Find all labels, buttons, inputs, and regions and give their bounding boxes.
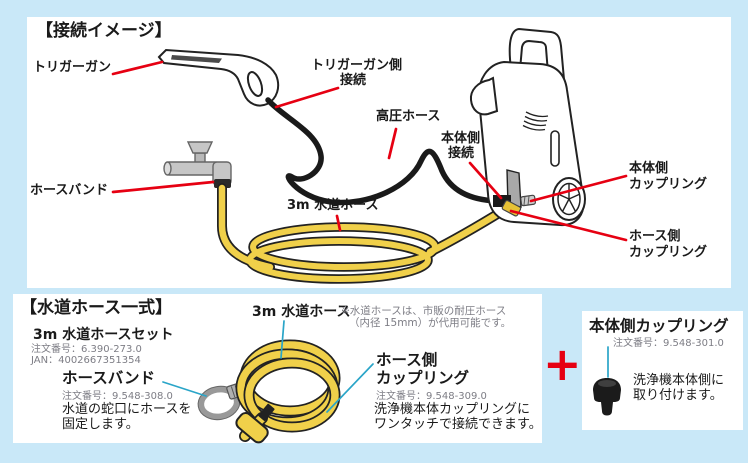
water-hose-note-line1: ※水道ホースは、市販の耐圧ホース bbox=[341, 305, 507, 317]
hose-coupling-label-line1: ホース側 bbox=[629, 229, 681, 244]
red-leader-lines bbox=[111, 60, 628, 242]
hose-coupling-name-line2: カップリング bbox=[376, 369, 470, 387]
trigger-gun-icon bbox=[157, 48, 280, 107]
hose-set-order-no: 注文番号：6.390-273.0 bbox=[31, 344, 142, 355]
hose-band-order-no: 注文番号：9.548-308.0 bbox=[62, 391, 173, 402]
trigger-gun-label: トリガーガン bbox=[33, 60, 112, 75]
high-pressure-hose-icon bbox=[265, 97, 500, 206]
water-hose-name: 3m 水道ホース bbox=[252, 304, 351, 320]
hose-set-panel-title: 【水道ホース一式】 bbox=[20, 298, 173, 318]
connection-panel-title: 【接続イメージ】 bbox=[36, 21, 172, 41]
body-coupling-label-line2: カップリング bbox=[629, 177, 708, 192]
body-side-label-line2: 接続 bbox=[448, 146, 475, 161]
hose-coupling-order-no: 注文番号：9.548-309.0 bbox=[376, 391, 487, 402]
body-coupling-label-line1: 本体側 bbox=[629, 161, 669, 176]
body-coupling-on-machine-icon bbox=[520, 194, 536, 207]
water-hose-label: 3m 水道ホース bbox=[287, 198, 379, 213]
body-side-label-line1: 本体側 bbox=[441, 131, 481, 146]
teal-leader-lines bbox=[162, 320, 609, 413]
faucet-icon bbox=[163, 141, 232, 186]
hose-coupling-desc-line1: 洗浄機本体カップリングに bbox=[374, 402, 531, 417]
hose-coupling-label-line2: カップリング bbox=[629, 245, 708, 260]
trigger-gun-side-label-line1: トリガーガン側 bbox=[311, 58, 403, 73]
pressure-washer-icon bbox=[469, 27, 586, 227]
hose-coil-product-icon bbox=[235, 339, 341, 444]
body-coupling-product-icon bbox=[593, 378, 621, 416]
hose-coupling-desc-line2: ワンタッチで接続できます。 bbox=[374, 417, 542, 432]
hose-band-desc-line1: 水道の蛇口にホースを bbox=[62, 402, 192, 417]
body-coupling-desc-line2: 取り付けます。 bbox=[633, 388, 723, 403]
hose-coupling-name-line1: ホース側 bbox=[376, 351, 438, 369]
hose-band-desc-line2: 固定します。 bbox=[62, 417, 139, 432]
water-hose-note-line2: （内径 15mm）が代用可能です。 bbox=[349, 317, 512, 329]
hose-band-label: ホースバンド bbox=[30, 183, 109, 198]
hose-set-name: 3m 水道ホースセット bbox=[33, 327, 174, 343]
body-coupling-panel-title: 本体側カップリング bbox=[589, 317, 729, 335]
high-pressure-hose-label: 高圧ホース bbox=[376, 109, 441, 124]
body-coupling-desc-line1: 洗浄機本体側に bbox=[633, 373, 725, 388]
water-hose-icon bbox=[222, 188, 504, 284]
trigger-gun-side-label-line2: 接続 bbox=[340, 73, 367, 88]
hose-set-jan: JAN：4002667351354 bbox=[31, 355, 141, 366]
body-coupling-order-no: 注文番号：9.548-301.0 bbox=[613, 338, 724, 349]
hose-band-name: ホースバンド bbox=[62, 369, 156, 387]
plus-icon: + bbox=[543, 337, 582, 391]
